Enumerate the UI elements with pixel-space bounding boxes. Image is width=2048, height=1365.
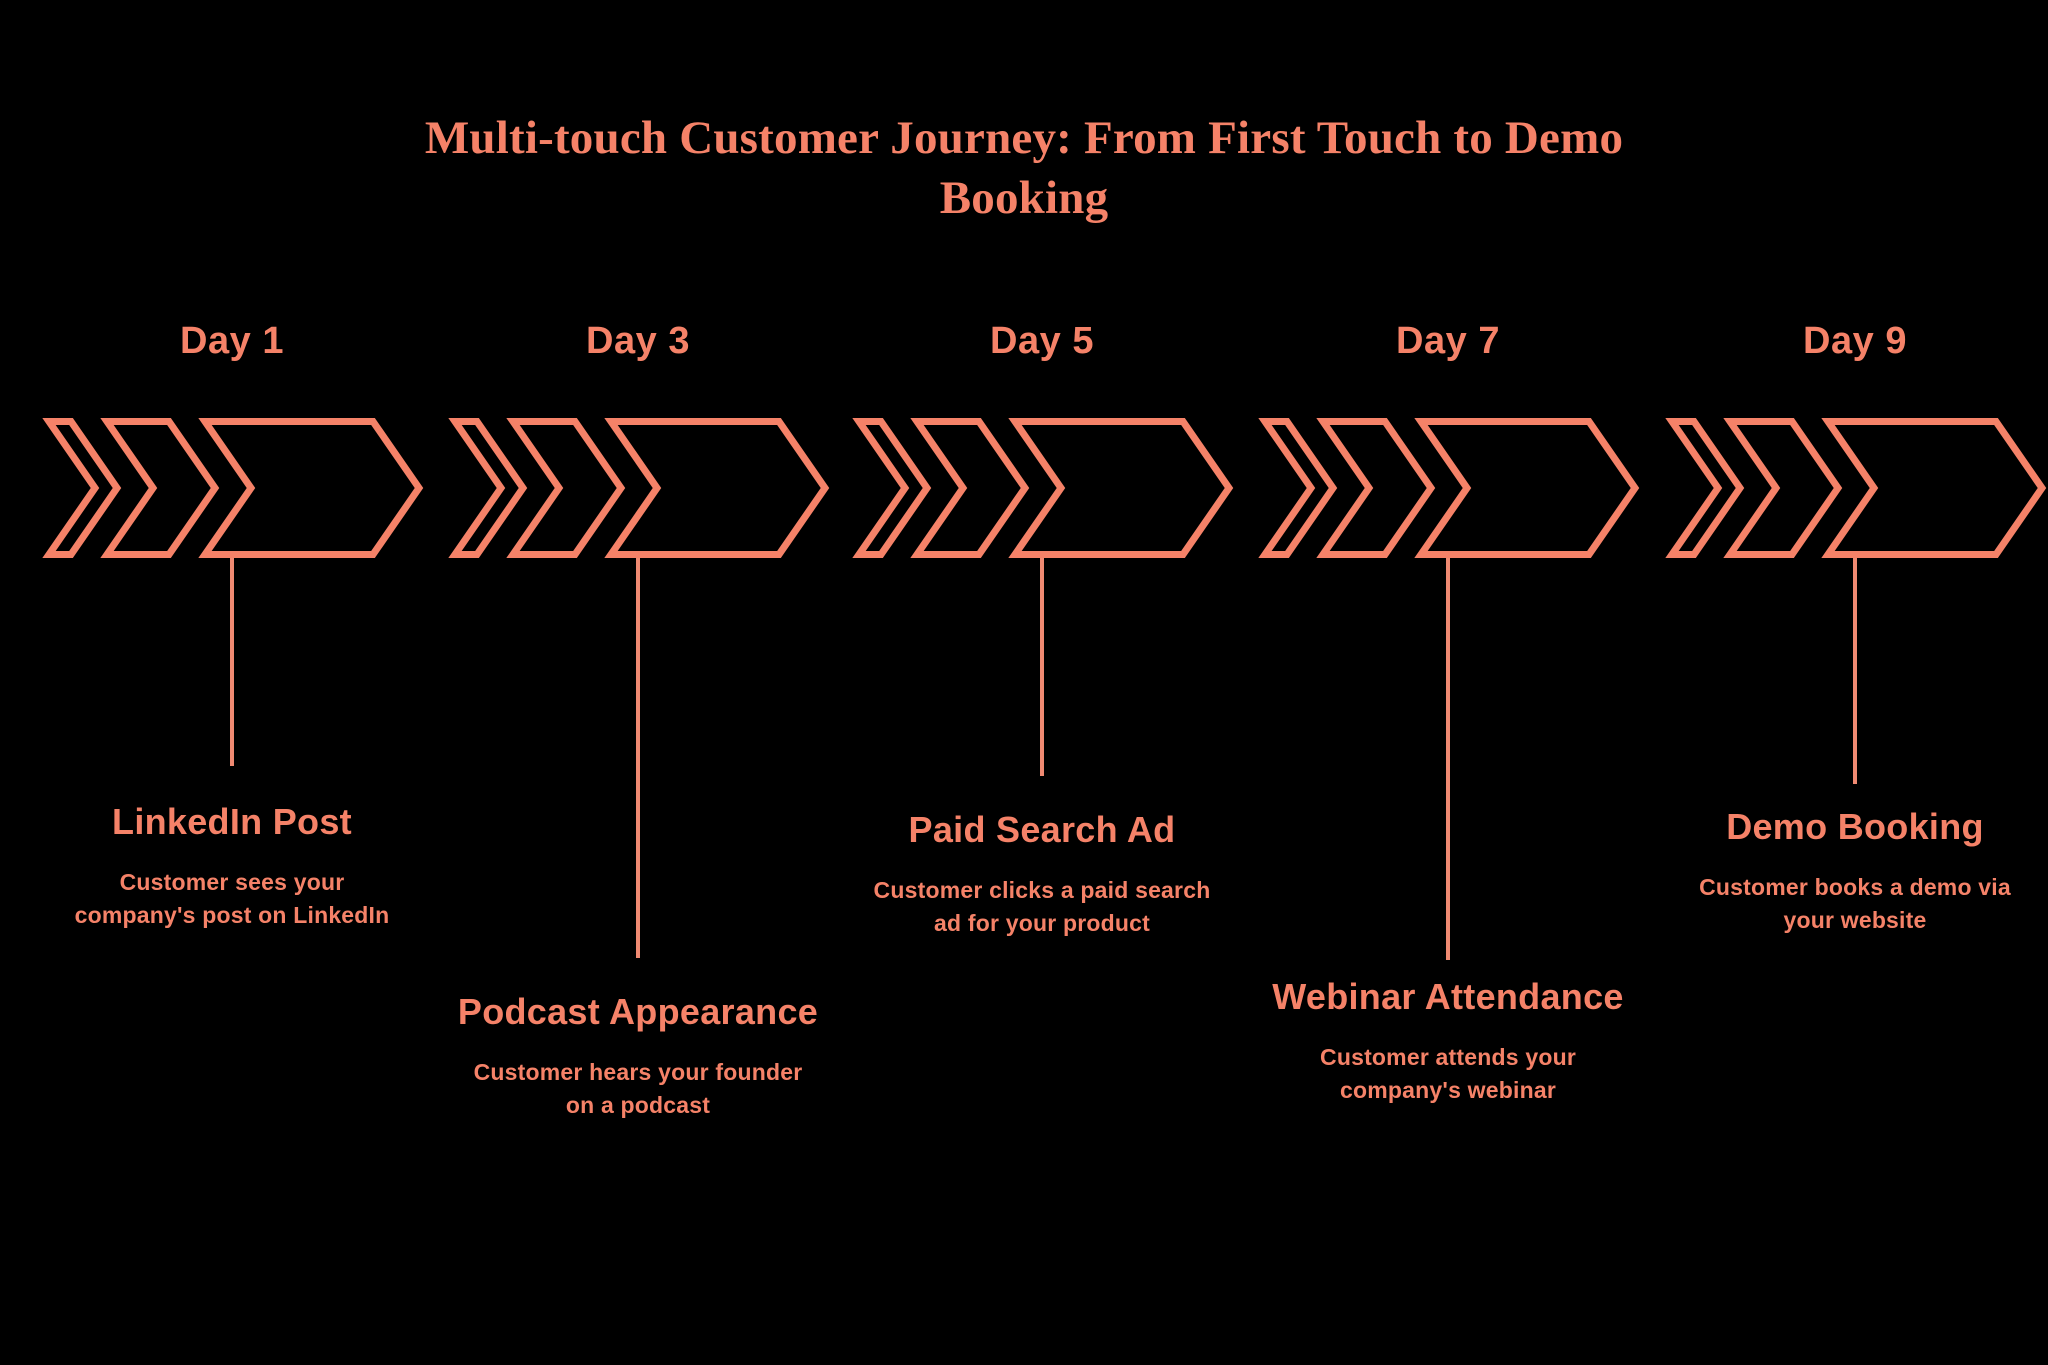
stage-heading: Webinar Attendance bbox=[1272, 976, 1624, 1017]
chevron-2 bbox=[910, 418, 1030, 558]
chevron-arrow-group-svg bbox=[1258, 418, 1640, 558]
chevron-1 bbox=[1665, 418, 1745, 558]
chevron-arrow-group-svg bbox=[448, 418, 830, 558]
chevron-arrow-group bbox=[42, 418, 424, 558]
connector-line bbox=[636, 558, 640, 958]
chevron-2 bbox=[100, 418, 220, 558]
stage-heading: Paid Search Ad bbox=[908, 809, 1176, 850]
chevron-3 bbox=[1821, 418, 2047, 558]
chevron-arrow-group-svg bbox=[852, 418, 1234, 558]
chevron-1 bbox=[448, 418, 528, 558]
day-label: Day 1 bbox=[180, 320, 284, 362]
chevron-3 bbox=[1008, 418, 1234, 558]
stage-heading: LinkedIn Post bbox=[112, 801, 352, 842]
stage-description: Customer hears your founder on a podcast bbox=[473, 1058, 803, 1118]
connector-line bbox=[230, 558, 234, 766]
stage-description: Customer sees your company's post on Lin… bbox=[74, 868, 390, 928]
chevron-2 bbox=[1723, 418, 1843, 558]
chevron-3 bbox=[198, 418, 424, 558]
stage-description: Customer attends your company's webinar bbox=[1320, 1043, 1576, 1103]
chevron-3 bbox=[1414, 418, 1640, 558]
chevron-2 bbox=[506, 418, 626, 558]
chevron-arrow-group-svg bbox=[1665, 418, 2047, 558]
stage-heading: Podcast Appearance bbox=[457, 991, 819, 1032]
chevron-arrow-group bbox=[1665, 418, 2047, 558]
day-label: Day 5 bbox=[990, 320, 1094, 362]
chevron-1 bbox=[1258, 418, 1338, 558]
chevron-1 bbox=[42, 418, 122, 558]
chevron-arrow-group bbox=[448, 418, 830, 558]
day-label: Day 3 bbox=[586, 320, 690, 362]
chevron-arrow-group-svg bbox=[42, 418, 424, 558]
day-label: Day 9 bbox=[1803, 320, 1907, 362]
chevron-arrow-group bbox=[852, 418, 1234, 558]
stage-description: Customer clicks a paid search ad for you… bbox=[873, 876, 1211, 936]
page-title: Multi-touch Customer Journey: From First… bbox=[424, 112, 1624, 225]
stage-description: Customer books a demo via your website bbox=[1699, 873, 2011, 933]
stage-card[interactable]: Paid Search Ad Customer clicks a paid sea… bbox=[837, 808, 1247, 939]
connector-line bbox=[1446, 558, 1450, 960]
timeline-stage-3[interactable]: Day 5 Paid Search Ad Customer clicks a pai… bbox=[837, 0, 1247, 1365]
stage-heading: Demo Booking bbox=[1726, 806, 1984, 847]
chevron-2 bbox=[1316, 418, 1436, 558]
connector-line bbox=[1040, 558, 1044, 776]
connector-line bbox=[1853, 558, 1857, 784]
chevron-1 bbox=[852, 418, 932, 558]
chevron-arrow-group bbox=[1258, 418, 1640, 558]
chevron-3 bbox=[604, 418, 830, 558]
day-label: Day 7 bbox=[1396, 320, 1500, 362]
